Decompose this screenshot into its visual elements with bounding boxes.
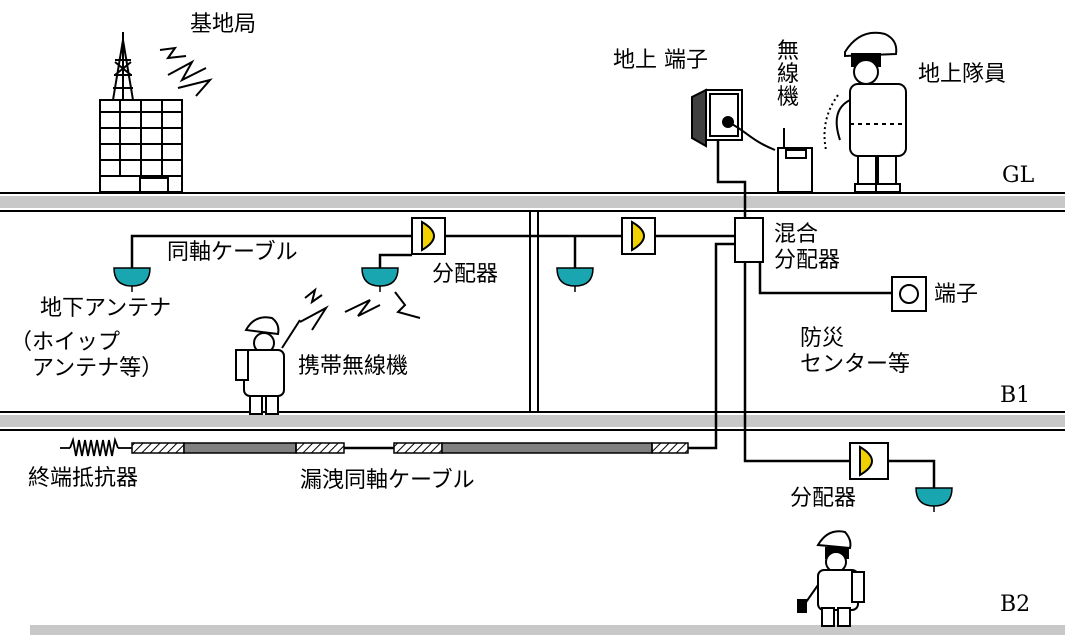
label-ground-crew: 地上隊員: [918, 62, 1007, 87]
radio-cable: [727, 121, 776, 151]
radio-icon: [777, 128, 813, 193]
label-terminating-resistor: 終端抵抗器: [28, 466, 139, 491]
label-terminal: 端子: [934, 282, 979, 307]
label-portable-radio: 携帯無線機: [298, 354, 409, 379]
label-distributor-1: 分配器: [432, 262, 499, 287]
label-whip-antenna: （ホイップ アンテナ等）: [10, 330, 164, 382]
label-coax-cable: 同軸ケーブル: [167, 240, 298, 265]
distributor-icon: [621, 217, 656, 255]
mixing-distributor-box: [734, 217, 764, 263]
floor-slab-gl: [0, 192, 1065, 212]
coax-trunk: [130, 234, 936, 488]
floor-label-b2: B2: [1000, 592, 1031, 617]
label-base-station: 基地局: [190, 12, 257, 37]
firefighter-icon: [835, 31, 907, 193]
partition-wall: [529, 211, 539, 412]
wave-icon: [299, 287, 421, 331]
label-mixing-distributor: 混合 分配器: [774, 222, 841, 274]
building-icon: [99, 99, 183, 193]
distributor-icon: [411, 217, 446, 255]
label-ground-terminal: 地上 端子: [613, 48, 708, 73]
antenna-icon: [556, 267, 594, 292]
label-disaster-center: 防災 センター等: [800, 326, 911, 378]
firefighter-icon: [797, 530, 865, 627]
label-underground-antenna: 地下アンテナ: [40, 296, 172, 321]
terminal-icon: [891, 276, 927, 312]
firefighter-icon: [235, 316, 301, 415]
label-radio: 無 線 機: [776, 39, 799, 111]
floor-slab-b2: [30, 625, 1065, 635]
floor-label-gl: GL: [1002, 163, 1035, 188]
floor-slab-b1: [0, 411, 1065, 431]
wave-icon: [159, 46, 213, 97]
floor-label-b1: B1: [1000, 383, 1031, 408]
label-distributor-2: 分配器: [790, 486, 857, 511]
antenna-icon: [113, 267, 151, 292]
ground-terminal-box: [691, 88, 743, 148]
terminal-cable: [716, 140, 747, 218]
tower-icon: [112, 32, 134, 101]
distributor-icon: [849, 442, 889, 480]
antenna-icon: [361, 267, 399, 292]
label-leaky-coax: 漏洩同軸ケーブル: [300, 468, 475, 493]
antenna-icon: [915, 487, 953, 512]
resistor-icon: [60, 436, 132, 457]
leaky-coax-cable: [131, 442, 689, 454]
